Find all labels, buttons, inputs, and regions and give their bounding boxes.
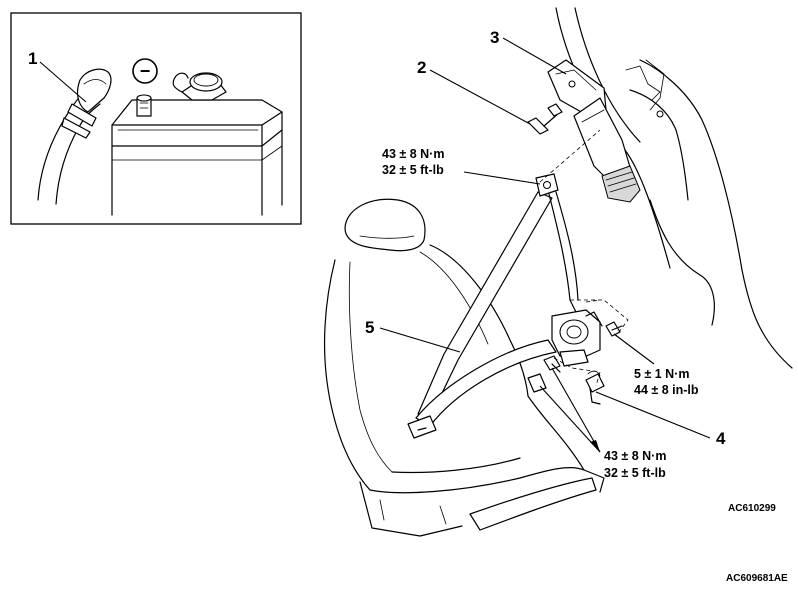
torque-lower-leader-a xyxy=(539,385,601,453)
torque-lower-arrowhead xyxy=(590,440,600,452)
figure-code: AC609681AE xyxy=(726,573,788,584)
torque-upper-leader xyxy=(463,171,541,185)
belt-end-anchor-icon xyxy=(585,370,605,405)
torque-retractor-imperial: 44 ± 8 in-lb xyxy=(634,383,699,397)
torque-lower-imperial: 32 ± 5 ft-lb xyxy=(604,466,666,480)
torque-upper-imperial: 32 ± 5 ft-lb xyxy=(382,163,444,177)
battery-inset: − 1 xyxy=(10,12,302,225)
torque-upper-anchor: 43 ± 8 N·m 32 ± 5 ft-lb xyxy=(382,147,541,185)
retractor-icon xyxy=(551,309,603,367)
negative-terminal-icon: − xyxy=(132,58,158,84)
callout-3-leader xyxy=(502,37,567,75)
assembly-dash-lines xyxy=(539,129,629,387)
torque-retractor-bolt: 5 ± 1 N·m 44 ± 8 in-lb xyxy=(613,333,699,397)
pillar-trim-icon xyxy=(573,97,641,203)
callout-5-leader xyxy=(379,327,461,353)
callout-4-leader xyxy=(595,391,711,439)
callout-1: 1 xyxy=(28,49,37,68)
callout-1-leader xyxy=(39,61,87,103)
negative-sign: − xyxy=(140,61,151,81)
upper-anchor-icon xyxy=(535,173,559,197)
torque-lower-leader-b xyxy=(551,367,601,453)
torque-retractor-metric: 5 ± 1 N·m xyxy=(634,367,690,381)
retractor-bolt-icon xyxy=(605,321,623,337)
callout-2: 2 xyxy=(417,58,426,77)
torque-upper-metric: 43 ± 8 N·m xyxy=(382,147,444,161)
callout-2-leader xyxy=(429,69,531,125)
body-pillar xyxy=(555,7,793,369)
callout-3: 3 xyxy=(490,28,499,47)
torque-retractor-leader xyxy=(613,333,655,365)
inset-frame xyxy=(10,12,302,225)
callout-5: 5 xyxy=(365,318,374,337)
anchor-bolt-icon xyxy=(527,103,563,135)
torque-lower-anchor: 43 ± 8 N·m 32 ± 5 ft-lb xyxy=(539,367,666,480)
sub-figure-code: AC610299 xyxy=(728,503,776,514)
battery-icon xyxy=(111,72,283,216)
callout-4: 4 xyxy=(716,429,726,448)
seat-icon xyxy=(323,198,605,537)
seat-belt-webbing[interactable] xyxy=(407,189,579,439)
torque-lower-metric: 43 ± 8 N·m xyxy=(604,449,666,463)
